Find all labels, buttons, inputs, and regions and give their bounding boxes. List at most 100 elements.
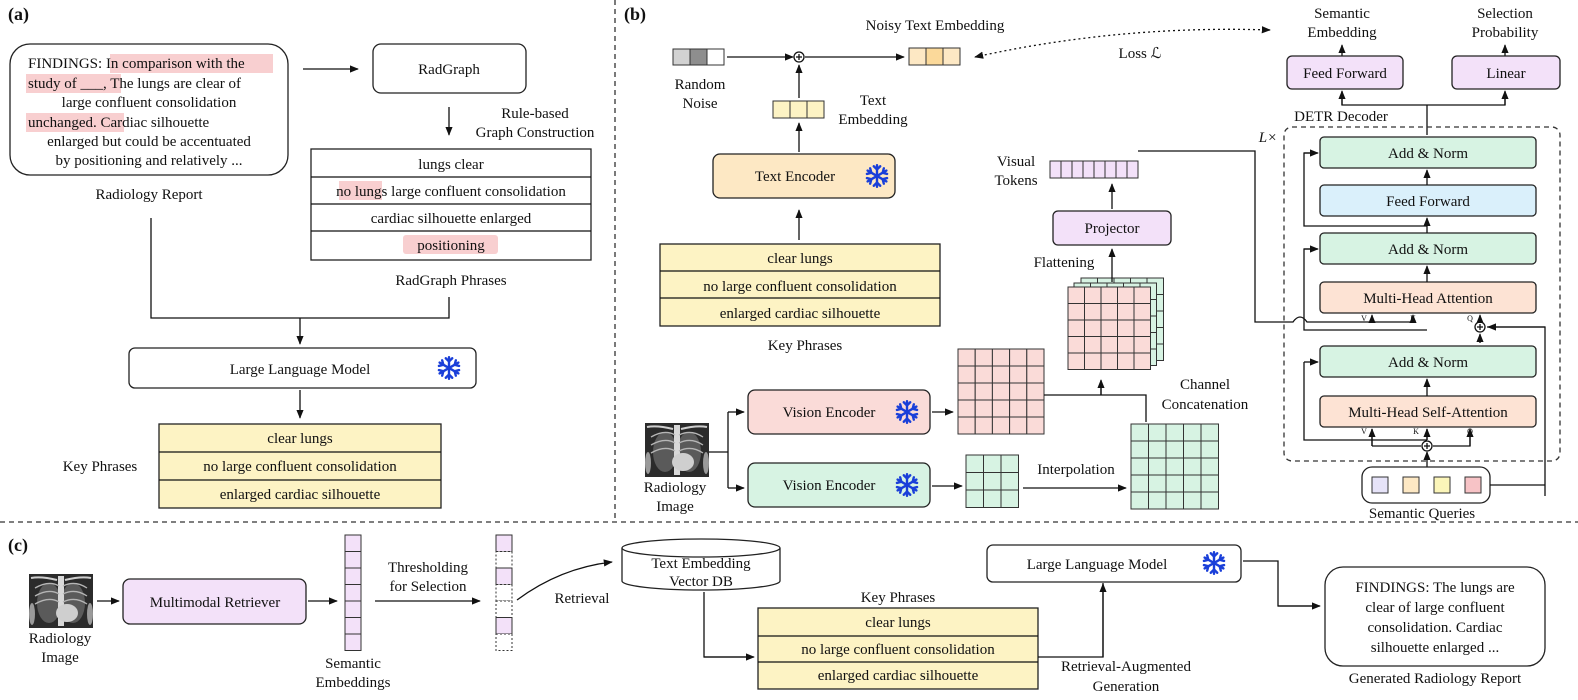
feature-cell <box>983 472 1002 491</box>
radgraph-phrase-1: lungs clear <box>418 157 483 173</box>
retrieval-arrow <box>516 559 613 601</box>
feature-cell <box>991 348 1011 367</box>
loss-label: Loss ℒ <box>1119 46 1162 62</box>
feature-cell <box>1133 336 1151 354</box>
rule-based-label: Rule-based <box>501 106 569 122</box>
key-phrases-table-c <box>757 607 1039 690</box>
multimodal-retriever-label: Multimodal Retriever <box>150 595 280 611</box>
vector-db-label-2: Vector DB <box>669 574 733 590</box>
feature-cell <box>1165 491 1184 510</box>
feature-cell <box>1148 474 1167 493</box>
highlight-study-of <box>26 74 121 93</box>
panel-c-label: (c) <box>8 535 28 556</box>
report-line-2: study of ___, The lungs are clear of <box>28 76 241 92</box>
generated-report-line-3: consolidation. Cardiac <box>1368 620 1503 636</box>
detr-decoder-label: DETR Decoder <box>1294 109 1388 125</box>
token-cell <box>1082 160 1095 179</box>
feature-cell <box>1000 472 1019 491</box>
feature-cell <box>991 399 1011 418</box>
feature-cell <box>1133 303 1151 321</box>
rag-label-1: Retrieval-Augmented <box>1061 659 1191 675</box>
feature-cell <box>957 382 976 401</box>
llm-label: Large Language Model <box>230 362 371 378</box>
feature-cell <box>1183 440 1202 459</box>
projector-box <box>1052 210 1172 246</box>
visual-label: Visual <box>997 154 1035 170</box>
feature-cell <box>1117 319 1135 337</box>
split-lines <box>709 412 729 488</box>
feature-cell <box>1183 457 1202 476</box>
mhsa-k-label: K <box>1413 427 1419 436</box>
key-phrase-c-2: no large confluent consolidation <box>801 642 995 658</box>
feature-cell <box>1100 336 1118 354</box>
multi-head-attention-label: Multi-Head Attention <box>1363 291 1493 307</box>
panel-dividers <box>0 0 1578 523</box>
multi-head-self-attention-label: Multi-Head Self-Attention <box>1348 405 1508 421</box>
add-norm-2-box <box>1319 232 1537 265</box>
feature-cell <box>974 399 993 418</box>
token-cell <box>1115 160 1128 179</box>
query-square <box>1433 476 1451 494</box>
visual-tokens-vector <box>1049 160 1139 179</box>
noisy-embedding-vector <box>908 47 961 66</box>
report-line-4: unchanged. Cardiac silhouette <box>28 115 210 131</box>
key-phrase-c-3: enlarged cardiac silhouette <box>818 668 979 684</box>
feature-cell <box>1009 399 1028 418</box>
panel-b-label: (b) <box>624 4 646 25</box>
vision-encoder-1-box <box>747 389 931 435</box>
feature-cell <box>1009 416 1028 435</box>
feature-cell <box>965 472 984 491</box>
query-square <box>1402 476 1420 494</box>
detr-decoder-frame <box>1283 126 1561 462</box>
embedding-label: Embedding <box>838 112 908 128</box>
feature-cell <box>1200 474 1219 493</box>
feature-map-green <box>965 454 1019 508</box>
multi-head-attention-box <box>1319 281 1537 314</box>
report-highlights <box>26 54 273 132</box>
xray-image-icon <box>645 423 709 477</box>
mhsa-v-label: V <box>1361 427 1367 436</box>
token-cell <box>1071 160 1084 179</box>
feature-cell <box>991 382 1011 401</box>
feature-cell <box>965 454 984 473</box>
projector-label: Projector <box>1085 221 1140 237</box>
feature-cell <box>1117 303 1135 321</box>
linear-head-box <box>1451 55 1561 90</box>
semantic-embedding-label-2: Embedding <box>1307 25 1377 41</box>
feature-cell <box>974 382 993 401</box>
key-phrase-b-1: clear lungs <box>767 251 833 267</box>
key-phrase-a-2: no large confluent consolidation <box>203 459 397 475</box>
feature-map-concatenated <box>1067 277 1164 370</box>
vector-db-label-1: Text Embedding <box>651 556 751 572</box>
panel-a-label: (a) <box>8 4 29 25</box>
concatenation-label: Concatenation <box>1162 397 1249 413</box>
report-caption: Radiology Report <box>95 187 203 203</box>
feature-cell <box>1000 489 1019 508</box>
plus-circle-icon <box>1474 321 1486 333</box>
channel-label: Channel <box>1180 377 1230 393</box>
feature-cell <box>1130 440 1149 459</box>
feature-cell <box>1026 399 1045 418</box>
feature-cell <box>1026 348 1045 367</box>
panel-a: (a) FINDINGS: In comparison with the stu… <box>8 4 595 509</box>
retrieval-label: Retrieval <box>555 591 610 607</box>
radgraph-phrase-2: no lungs large confluent consolidation <box>336 184 566 200</box>
plus-circle-icon <box>1421 440 1433 452</box>
feature-cell <box>957 365 976 384</box>
concat-lines <box>1044 384 1147 422</box>
add-norm-3-label: Add & Norm <box>1388 146 1468 162</box>
text-embedding-vector <box>772 100 825 119</box>
feed-forward-head-box <box>1286 55 1404 90</box>
highlight-positioning <box>403 235 498 254</box>
feature-cell <box>1067 286 1085 304</box>
embedding-cell <box>344 600 362 618</box>
radgraph-phrase-4: positioning <box>417 238 485 254</box>
radgraph-phrases-caption: RadGraph Phrases <box>395 273 506 289</box>
feed-forward-head-label: Feed Forward <box>1303 66 1387 82</box>
tokens-label: Tokens <box>994 173 1037 189</box>
feed-forward-label: Feed Forward <box>1386 194 1470 210</box>
semantic-embedding-label-1: Semantic <box>1314 6 1370 22</box>
mha-q-label: Q <box>1467 314 1473 323</box>
random-noise-vector <box>672 48 725 66</box>
